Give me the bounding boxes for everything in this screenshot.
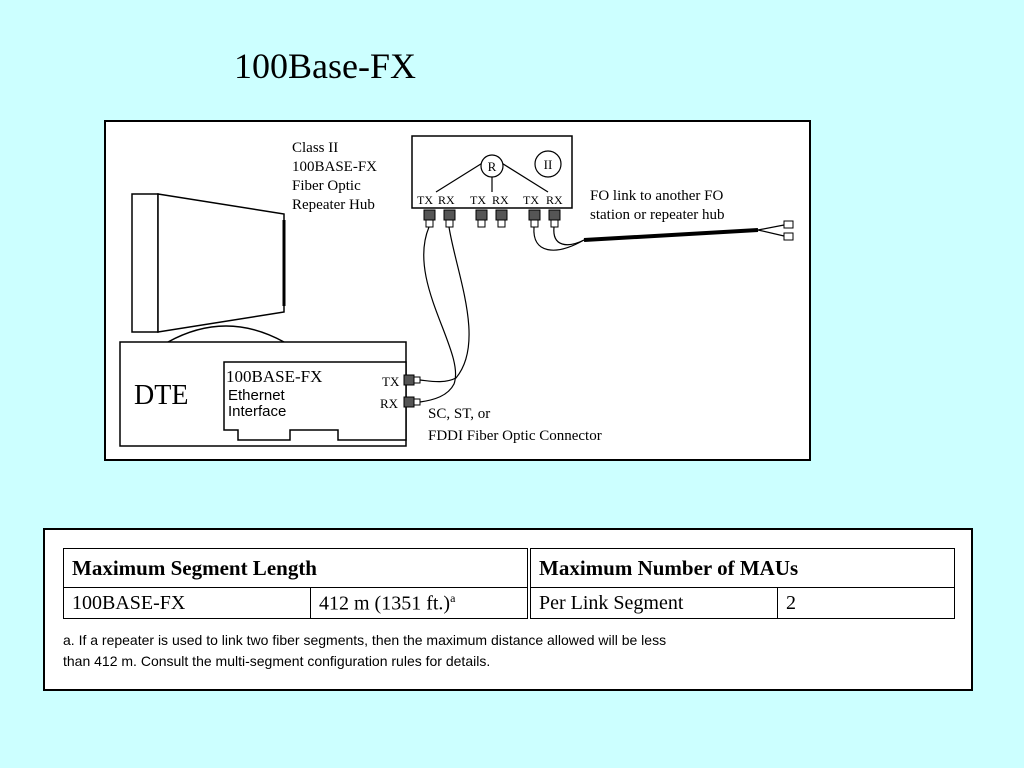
repeater-symbol: R bbox=[488, 159, 497, 174]
length-value: 412 m (1351 ft.) bbox=[319, 592, 451, 615]
interface-tx-label: TX bbox=[382, 374, 400, 389]
hub-port-label-2: RX bbox=[438, 193, 455, 207]
header-max-mau-count: Maximum Number of MAUs bbox=[528, 548, 955, 588]
hub-port-label-4: RX bbox=[492, 193, 509, 207]
hub-label-line2: 100BASE-FX bbox=[292, 159, 377, 175]
hub-label-line1: Class II bbox=[292, 140, 338, 156]
class-symbol: II bbox=[544, 157, 553, 172]
cell-length: 412 m (1351 ft.)a bbox=[310, 587, 531, 619]
fiber-cables bbox=[419, 226, 470, 403]
length-footnote-mark: a bbox=[450, 590, 456, 605]
diagram-canvas: DTE 100BASE-FX Ethernet Interface TX RX … bbox=[119, 135, 794, 447]
interface-tx-port bbox=[403, 374, 415, 386]
hub-port-label-6: RX bbox=[546, 193, 563, 207]
dte-label: DTE bbox=[134, 380, 188, 411]
segment-spec-table: Maximum Segment Length Maximum Number of… bbox=[63, 548, 955, 619]
interface-label-line1: 100BASE-FX bbox=[226, 367, 322, 386]
slide-title: 100Base-FX bbox=[234, 46, 416, 86]
header-max-segment-length: Maximum Segment Length bbox=[63, 548, 531, 588]
network-diagram: DTE 100BASE-FX Ethernet Interface TX RX … bbox=[104, 120, 811, 461]
fo-link-cable bbox=[533, 224, 785, 251]
hub-port-label-5: TX bbox=[523, 193, 539, 207]
hub-label-line3: Fiber Optic bbox=[292, 178, 361, 194]
table-footnote: a. If a repeater is used to link two fib… bbox=[63, 630, 923, 672]
specification-panel: Maximum Segment Length Maximum Number of… bbox=[43, 528, 973, 691]
interface-label-line3: Interface bbox=[228, 403, 286, 420]
connector-label-line1: SC, ST, or bbox=[428, 406, 490, 422]
cell-media-type: 100BASE-FX bbox=[63, 587, 311, 619]
interface-label-line2: Ethernet bbox=[228, 387, 286, 404]
interface-rx-label: RX bbox=[380, 396, 399, 411]
table-header-row: Maximum Segment Length Maximum Number of… bbox=[63, 548, 955, 588]
hub-port-label-3: TX bbox=[470, 193, 486, 207]
fo-link-connector-2 bbox=[783, 232, 794, 241]
hub-ports bbox=[423, 209, 561, 228]
footnote-line-1: a. If a repeater is used to link two fib… bbox=[63, 632, 667, 648]
table-row: 100BASE-FX 412 m (1351 ft.)a Per Link Se… bbox=[63, 587, 955, 619]
fo-link-label-line1: FO link to another FO bbox=[590, 188, 723, 204]
interface-rx-port bbox=[403, 396, 415, 408]
hub-label-line4: Repeater Hub bbox=[292, 197, 375, 213]
fo-link-connector-1 bbox=[783, 220, 794, 229]
cell-mau-scope: Per Link Segment bbox=[528, 587, 778, 619]
ethernet-interface-card bbox=[223, 361, 407, 441]
cell-mau-count: 2 bbox=[777, 587, 955, 619]
hub-port-label-1: TX bbox=[417, 193, 433, 207]
fo-link-label-line2: station or repeater hub bbox=[590, 207, 725, 223]
repeater-hub-box bbox=[411, 135, 573, 209]
monitor-icon bbox=[131, 193, 286, 343]
footnote-line-2: than 412 m. Consult the multi-segment co… bbox=[63, 653, 491, 669]
connector-label-line2: FDDI Fiber Optic Connector bbox=[428, 428, 602, 444]
